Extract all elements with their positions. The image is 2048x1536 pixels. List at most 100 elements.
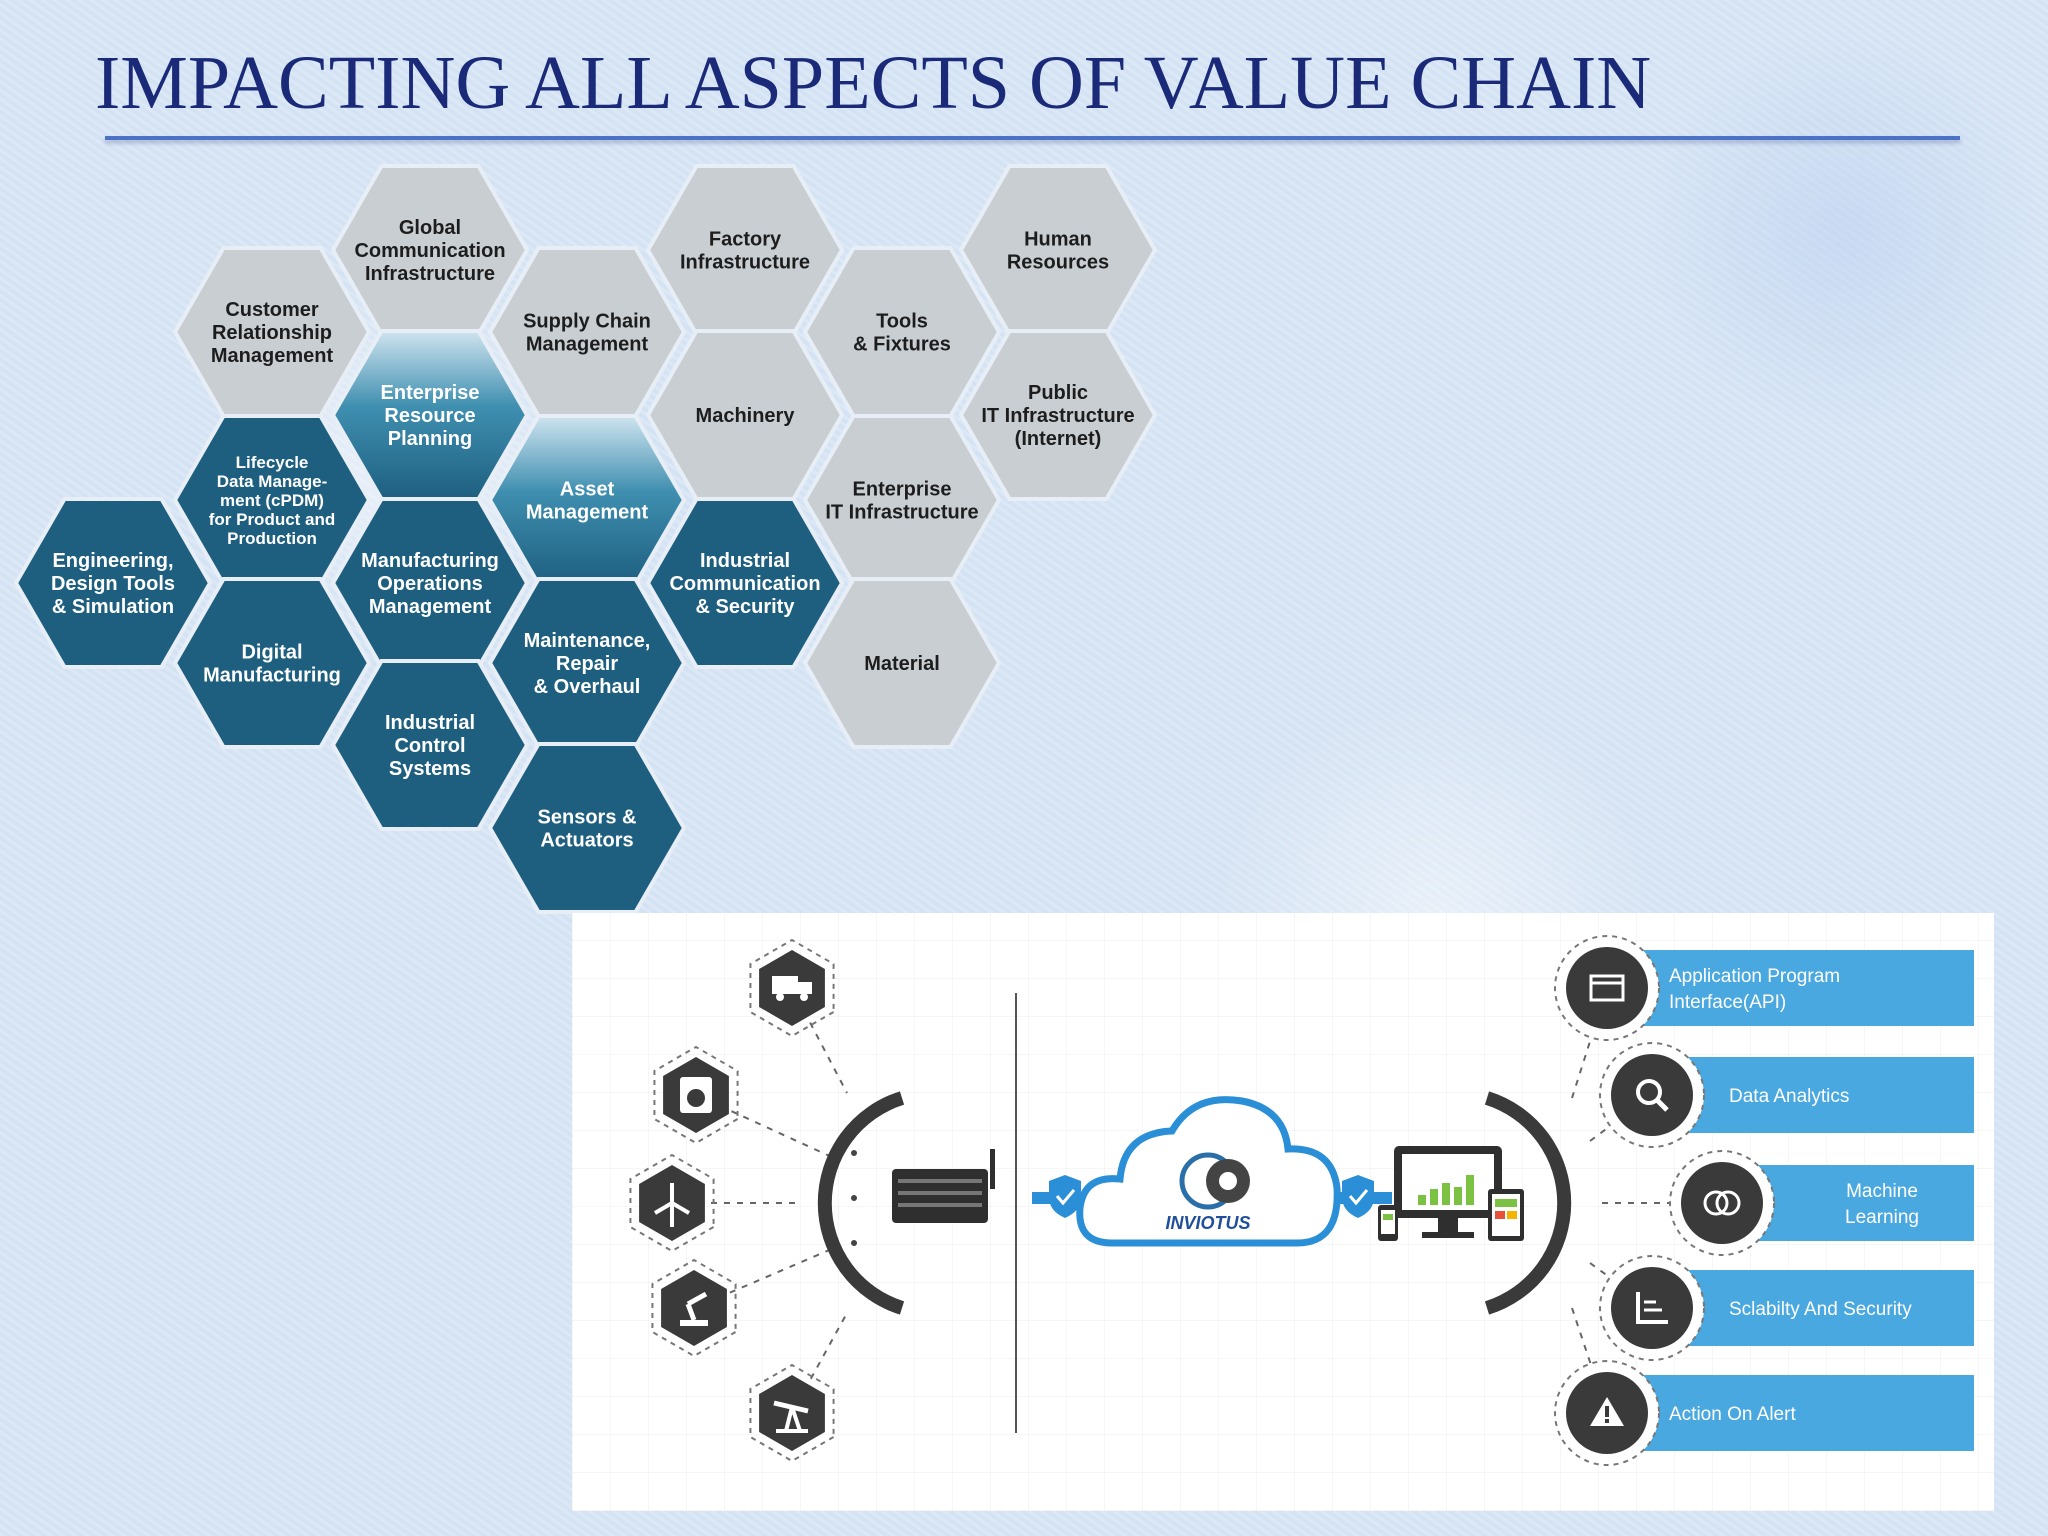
hexagon-label: & Simulation: [52, 596, 174, 618]
hexagon-label: Relationship: [212, 322, 332, 344]
hexagon-label: Factory: [709, 229, 782, 251]
phone-icon: [1378, 1205, 1398, 1241]
feature-bar: [1682, 1270, 1974, 1346]
hexagon-label: Engineering,: [52, 550, 173, 572]
feature-label: Application Program: [1669, 966, 1840, 987]
tablet-icon: [1488, 1189, 1524, 1241]
feature-label: Learning: [1845, 1207, 1919, 1228]
washing-machine-icon: [653, 1045, 739, 1145]
monitor-icon: [1394, 1146, 1502, 1238]
robot-arm-icon: [651, 1258, 737, 1358]
hexagon-label: Actuators: [540, 830, 633, 852]
title-underline: [105, 136, 1960, 140]
hexagon-label: Industrial: [385, 712, 475, 734]
hexagon-label: Resource: [384, 405, 475, 427]
hexagon-label: & Security: [696, 596, 796, 618]
feature-bar: [1632, 1375, 1974, 1451]
iot-architecture-panel: INVIOTUS: [572, 913, 1994, 1511]
analytics-icon: [1599, 1042, 1705, 1148]
hexagon-label: Data Manage-: [217, 472, 328, 491]
feature-label: Data Analytics: [1729, 1086, 1849, 1107]
hexagon-label: Control: [394, 735, 465, 757]
hexagon-label: Human: [1024, 229, 1092, 251]
feature-item: Sclabilty And Security: [1599, 1255, 1974, 1361]
growth-chart-icon: [1599, 1255, 1705, 1361]
feature-label: Machine: [1846, 1181, 1918, 1202]
source-connectors: [672, 987, 848, 1414]
hexagon-label: Management: [526, 334, 649, 356]
cloud-brand-label: INVIOTUS: [1165, 1213, 1250, 1233]
shield-icon: [1342, 1175, 1374, 1218]
hexagon-label: Planning: [388, 428, 472, 450]
hexagon-label: Operations: [377, 573, 483, 595]
value-chain-hexagon-map: GlobalCommunicationInfrastructureFactory…: [13, 164, 1158, 914]
slide-title: IMPACTING ALL ASPECTS OF VALUE CHAIN: [95, 41, 1652, 125]
feature-label: Action On Alert: [1669, 1404, 1796, 1425]
hexagon-label: Lifecycle: [236, 453, 309, 472]
hexagon-label: Tools: [876, 311, 928, 333]
hexagon-label: IT Infrastructure: [981, 405, 1134, 427]
hexagon-label: & Fixtures: [853, 334, 951, 356]
hexagon-label: Repair: [556, 653, 618, 675]
hexagon-label: ment (cPDM): [220, 491, 324, 510]
brain-icon: [1669, 1150, 1775, 1256]
alert-icon: [1554, 1360, 1660, 1466]
api-icon: [1554, 935, 1660, 1041]
hexagon-label: Digital: [241, 642, 302, 664]
hexagon-label: Supply Chain: [523, 311, 651, 333]
hexagon-label: Communication: [669, 573, 820, 595]
hexagon-label: (Internet): [1015, 428, 1102, 450]
hexagon-label: Management: [369, 596, 492, 618]
hexagon-label: Maintenance,: [524, 630, 651, 652]
hexagon-label: Communication: [354, 240, 505, 262]
hexagon-label: Material: [864, 653, 940, 675]
hexagon-mro: Maintenance,Repair& Overhaul: [487, 577, 687, 749]
hexagon-label: IT Infrastructure: [825, 502, 978, 524]
hexagon-label: Management: [211, 345, 334, 367]
hexagon-label: Resources: [1007, 252, 1109, 274]
shield-icon: [1049, 1175, 1081, 1218]
hexagon-label: Production: [227, 529, 317, 548]
hexagon-label: Design Tools: [51, 573, 175, 595]
hexagon-label: Sensors &: [538, 807, 637, 829]
hexagon-label: Public: [1028, 382, 1088, 404]
hexagon-engineering: Engineering,Design Tools& Simulation: [13, 497, 213, 669]
truck-icon: [749, 938, 835, 1038]
hexagon-label: & Overhaul: [534, 676, 641, 698]
hexagon-label: Customer: [225, 299, 319, 321]
hexagon-label: Infrastructure: [680, 252, 810, 274]
hexagon-label: Manufacturing: [361, 550, 499, 572]
hexagon-label: Industrial: [700, 550, 790, 572]
feature-bar: [1632, 950, 1974, 1026]
cloud-icon: INVIOTUS: [1076, 1096, 1341, 1247]
gateway-device-icon: [892, 1149, 995, 1223]
hexagon-material: Material: [802, 577, 1002, 749]
hexagon-label: Infrastructure: [365, 263, 495, 285]
hexagon-sensors: Sensors &Actuators: [487, 742, 687, 914]
hexagon-label: Management: [526, 502, 649, 524]
hexagon-label: Global: [399, 217, 461, 239]
feature-label: Sclabilty And Security: [1729, 1299, 1912, 1320]
oil-pump-icon: [749, 1363, 835, 1463]
hexagon-label: Systems: [389, 758, 471, 780]
gateway-bracket: [817, 1091, 905, 1315]
hexagon-label: Enterprise: [853, 479, 952, 501]
hexagon-label: Manufacturing: [203, 665, 341, 687]
feature-label: Interface(API): [1669, 992, 1786, 1013]
gateway-dots: [851, 1150, 857, 1246]
hexagon-machinery: Machinery: [645, 329, 845, 501]
hexagon-label: Machinery: [696, 405, 796, 427]
